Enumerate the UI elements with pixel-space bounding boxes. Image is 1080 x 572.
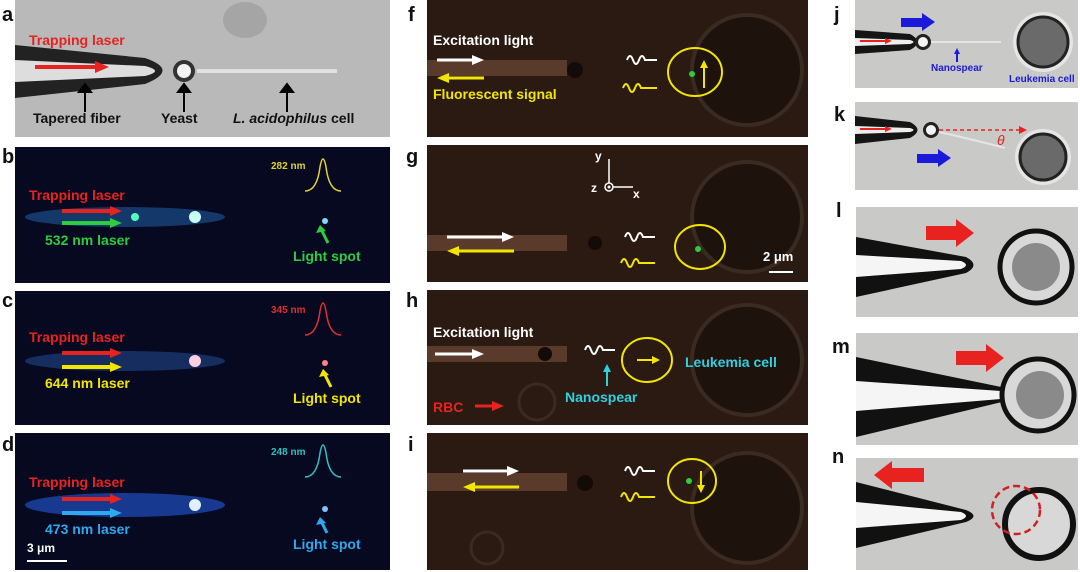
laser-label: 644 nm laser (45, 375, 130, 391)
light-spot-label: Light spot (293, 536, 361, 552)
scale-bar-label: 3 μm (27, 541, 56, 555)
panel-l-image (856, 207, 1078, 317)
cell-label: L. acidophilus cell (233, 110, 354, 126)
scale-bar-label: 2 μm (763, 249, 794, 264)
laser-label: 532 nm laser (45, 232, 130, 248)
light-spot-label: Light spot (293, 248, 361, 264)
panel-d-image: Trapping laser 473 nm laser Light spot 2… (15, 433, 390, 570)
laser-label: 473 nm laser (45, 521, 130, 537)
panel-n-image (856, 458, 1078, 570)
panel-label-l: l (836, 200, 842, 222)
rbc-label: RBC (433, 399, 464, 415)
trapping-laser-label: Trapping laser (29, 32, 125, 48)
theta-label: θ (997, 132, 1005, 148)
fluorescent-signal-label: Fluorescent signal (433, 86, 557, 102)
axis-y-label: y (595, 149, 602, 163)
panel-label-d: d (2, 434, 15, 456)
fwhm-label: 248 nm (271, 447, 306, 458)
trapping-laser-label: Trapping laser (29, 474, 125, 490)
panel-b-image: Trapping laser 532 nm laser Light spot 2… (15, 147, 390, 283)
panel-label-c: c (2, 290, 14, 312)
excitation-light-label: Excitation light (433, 324, 534, 340)
panel-c-image: Trapping laser 644 nm laser Light spot 3… (15, 291, 390, 425)
panel-k-image: θ (855, 102, 1078, 190)
panel-label-i: i (408, 434, 414, 456)
panel-label-j: j (834, 4, 840, 26)
panel-label-h: h (406, 290, 419, 312)
fwhm-label: 282 nm (271, 161, 306, 172)
leukemia-cell-label: Leukemia cell (685, 354, 777, 370)
cell-species: L. acidophilus (233, 110, 328, 126)
panel-label-b: b (2, 146, 15, 168)
fwhm-label: 345 nm (271, 305, 306, 316)
panel-m-image (856, 333, 1078, 445)
panel-label-m: m (832, 336, 850, 358)
panel-label-n: n (832, 446, 845, 468)
panel-g-image: y z x 2 μm (427, 145, 808, 282)
yeast-label: Yeast (161, 110, 198, 126)
panel-f-image: Excitation light Fluorescent signal (427, 0, 808, 137)
cell-suffix: cell (327, 110, 355, 126)
panel-h-image: Excitation light RBC Nanospear Leukemia … (427, 290, 808, 425)
panel-i-image (427, 433, 808, 570)
panel-label-f: f (408, 4, 415, 26)
panel-label-k: k (834, 104, 846, 126)
nanospear-label: Nanospear (565, 389, 638, 405)
nanospear-label: Nanospear (931, 63, 983, 74)
excitation-light-label: Excitation light (433, 32, 534, 48)
panel-label-a: a (2, 4, 14, 26)
panel-j-image: Nanospear Leukemia cell (855, 0, 1078, 88)
panel-a-image: Trapping laser Tapered fiber Yeast L. ac… (15, 0, 390, 137)
light-spot-label: Light spot (293, 390, 361, 406)
axis-z-label: z (591, 181, 597, 195)
trapping-laser-label: Trapping laser (29, 187, 125, 203)
panel-label-g: g (406, 146, 419, 168)
leukemia-cell-label: Leukemia cell (1009, 74, 1075, 85)
trapping-laser-label: Trapping laser (29, 329, 125, 345)
axis-x-label: x (633, 187, 640, 201)
tapered-fiber-label: Tapered fiber (33, 110, 121, 126)
